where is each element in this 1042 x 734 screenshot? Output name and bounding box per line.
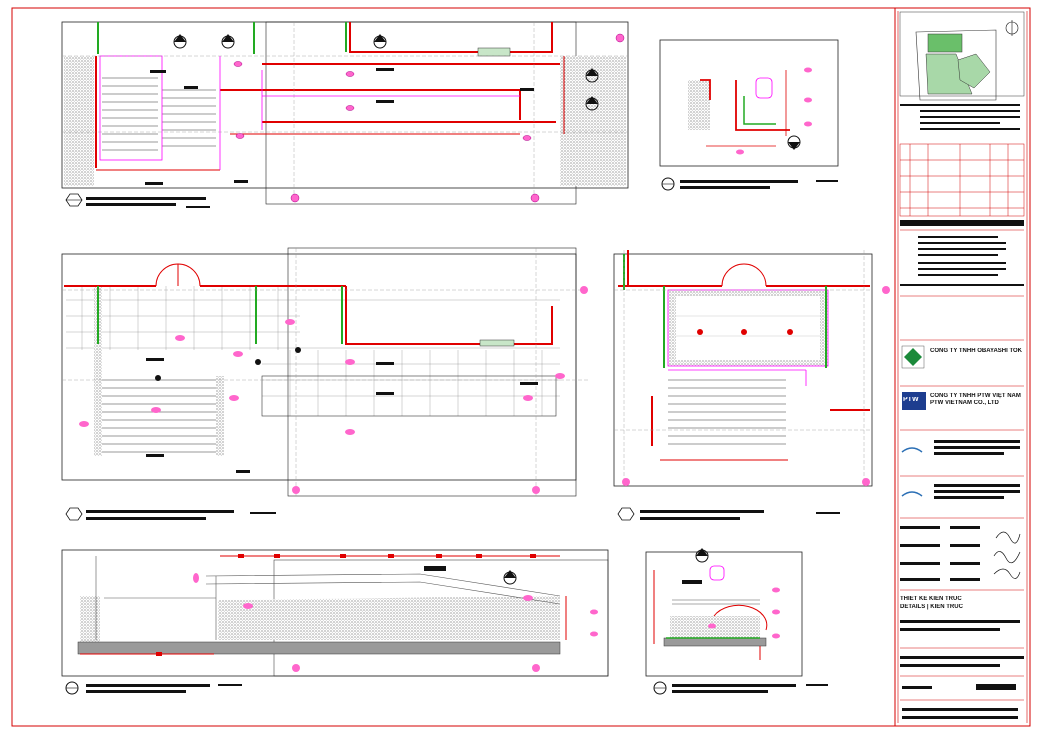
- grid-bubble-icon: [708, 587, 780, 639]
- view-section-6: [645, 548, 828, 695]
- grid-bubble-icon: [233, 33, 625, 203]
- title-block-frame: [894, 7, 1031, 727]
- view-title-2: [661, 177, 838, 191]
- company-logo-1: [901, 345, 925, 369]
- view-plan-4: [613, 250, 890, 521]
- title-block: [899, 11, 1025, 719]
- company-name-2-sub: PTW VIETNAM CO., LTD: [930, 400, 999, 406]
- signature-marks: [993, 531, 1021, 579]
- project-title-line-2: DETAILS | KIẾN TRÚC: [900, 604, 963, 610]
- project-title-line-1: THIẾT KẾ KIẾN TRÚC: [900, 596, 962, 602]
- section-marker-icon: [695, 548, 709, 563]
- view-detail-2: [659, 39, 839, 191]
- view-plan-3: [61, 247, 590, 521]
- company-name-1: CÔNG TY TNHH OBAYASHI TOKYO: [930, 348, 1022, 354]
- view-section-5: [61, 549, 609, 695]
- company-name-2: CÔNG TY TNHH PTW VIỆT NAM: [930, 393, 1021, 399]
- view-title-1: [65, 193, 210, 208]
- section-marker-icon: [173, 34, 599, 111]
- view-title-5: [65, 681, 242, 695]
- key-plan: [899, 11, 1025, 101]
- grid-bubble-icon: [79, 286, 588, 494]
- grid-bubble-icon: [736, 67, 812, 155]
- section-marker-icon: [503, 570, 517, 585]
- grid-bubble-icon: [193, 573, 598, 672]
- north-arrow-icon: [1005, 20, 1019, 36]
- view-title-6: [653, 681, 828, 695]
- section-marker-icon: [787, 135, 801, 150]
- view-plan-1: [61, 21, 629, 208]
- company-logo-2: [902, 392, 926, 410]
- view-title-3: [65, 507, 276, 521]
- view-title-4: [617, 507, 840, 521]
- grid-bubble-icon: [622, 286, 890, 486]
- ptw-logo-text: PTW: [903, 397, 919, 403]
- company-logo-3: [901, 447, 923, 497]
